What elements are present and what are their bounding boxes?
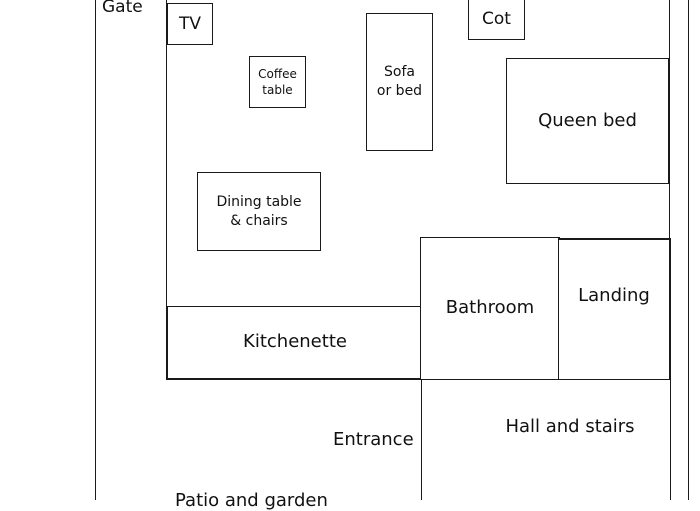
landing: Landing [558, 238, 671, 380]
kitchenette: Kitchenette [166, 306, 423, 380]
outer-wall-right [688, 0, 689, 500]
queen-bed: Queen bed [506, 58, 669, 184]
dining-table: Dining table & chairs [197, 172, 321, 251]
room-wall-right [669, 0, 670, 425]
tv-label: TV [178, 13, 201, 34]
hall-and-stairs-label: Hall and stairs [505, 416, 635, 437]
cot: Cot [468, 0, 525, 40]
tv: TV [167, 3, 213, 45]
dining-table-label-line2: & chairs [230, 212, 288, 229]
sofa-label-line1: Sofa [384, 64, 415, 81]
queen-bed-label: Queen bed [538, 109, 637, 131]
entrance-label: Entrance [333, 429, 414, 450]
coffee-table: Coffee table [249, 56, 306, 108]
dining-table-label-line1: Dining table [216, 193, 302, 210]
kitchenette-label: Kitchenette [243, 331, 347, 353]
landing-label: Landing [578, 285, 650, 306]
outer-wall-left [95, 0, 96, 500]
coffee-table-label-line1: Coffee [258, 66, 297, 81]
hall-and-stairs: Hall and stairs [421, 379, 671, 500]
floor-plan: Gate TV Cot Coffee table Sofa or bed Que… [95, 0, 689, 511]
bathroom: Bathroom [420, 237, 560, 380]
bathroom-label: Bathroom [445, 297, 535, 319]
cot-label: Cot [482, 9, 511, 30]
sofa-label-line2: or bed [376, 83, 423, 99]
sofa-or-bed: Sofa or bed [366, 13, 433, 151]
patio-and-garden-label: Patio and garden [175, 490, 328, 511]
coffee-table-label-line2: table [262, 83, 293, 97]
room-wall-left [166, 0, 167, 379]
gate-label: Gate [102, 0, 143, 17]
